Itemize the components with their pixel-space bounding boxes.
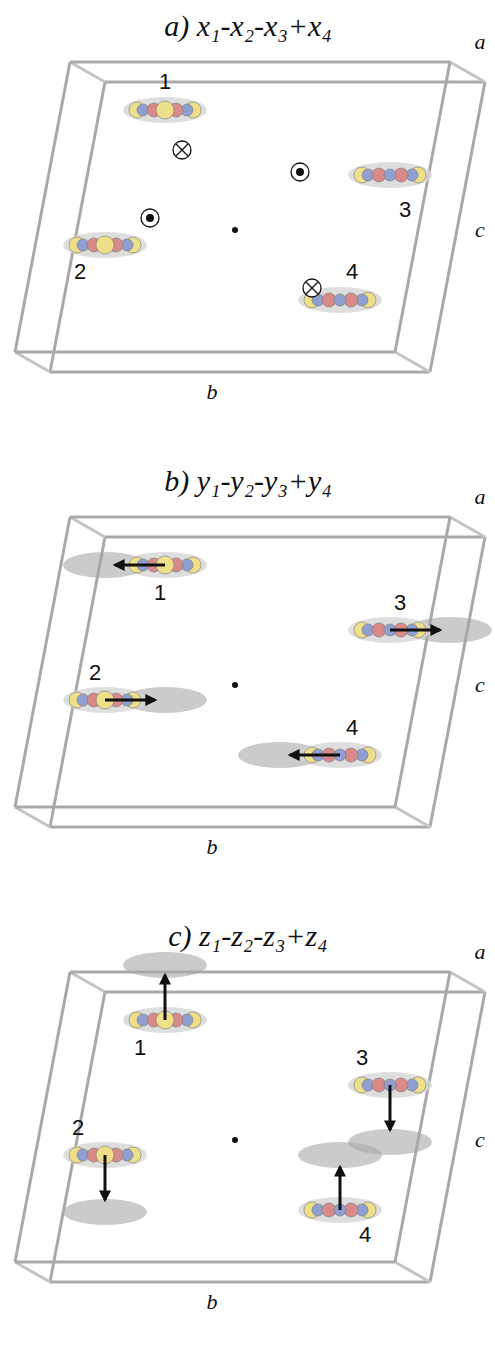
cell-edge — [50, 1281, 430, 1284]
panel — [15, 952, 485, 1282]
panel-title: b) y₁-y₂-y₃+y₄ — [164, 464, 332, 497]
into-page-symbol — [303, 279, 321, 297]
displaced-position — [123, 952, 207, 978]
molecule-number: 4 — [346, 260, 358, 284]
cell-edge — [15, 517, 70, 807]
cell-edge — [70, 517, 105, 537]
cell-edge — [395, 807, 430, 827]
panel-title: a) x₁-x₂-x₃+x₄ — [164, 9, 332, 42]
axis-label: a — [475, 485, 486, 509]
atom — [384, 169, 396, 181]
displaced-position — [63, 1199, 147, 1225]
axis-label: a — [475, 940, 486, 964]
cell-edge — [50, 826, 430, 829]
axis-label: c — [475, 673, 485, 697]
molecule — [123, 97, 207, 123]
cell-edge — [15, 807, 50, 827]
displacement-arrow — [115, 564, 165, 567]
cell-edge — [70, 61, 450, 64]
molecule-number: 1 — [154, 581, 166, 605]
displacement-arrow — [105, 699, 155, 702]
displaced-position — [298, 1142, 382, 1168]
displacement-arrow — [164, 975, 167, 1020]
out-of-page-symbol — [141, 209, 159, 227]
cell-edge — [105, 991, 485, 994]
displacement-arrow — [104, 1155, 107, 1200]
axis-label: c — [475, 1128, 485, 1152]
displacement-arrow — [290, 754, 340, 757]
cell-edge — [15, 1261, 395, 1264]
cell-edge — [395, 517, 450, 807]
atom — [156, 101, 174, 119]
molecule-number: 2 — [89, 661, 101, 685]
axis-label: c — [475, 218, 485, 242]
molecule — [63, 232, 147, 258]
molecule-number: 4 — [359, 1223, 371, 1247]
cell-edge — [15, 806, 395, 809]
panel — [15, 62, 485, 372]
molecule-number: 3 — [356, 1046, 368, 1070]
cell-edge — [450, 62, 485, 82]
cell-edge — [395, 62, 450, 352]
cell-edge — [15, 352, 50, 372]
cell-edge — [70, 62, 105, 82]
atom — [96, 236, 114, 254]
cell-edge — [70, 972, 105, 992]
cell-edge — [15, 351, 395, 354]
cell-edge — [105, 536, 485, 539]
panel — [15, 517, 492, 827]
inversion-center — [232, 1137, 238, 1143]
molecule-number: 1 — [134, 1036, 146, 1060]
axis-label: b — [207, 1290, 218, 1314]
molecule — [348, 162, 432, 188]
displacement-arrow — [339, 1167, 342, 1210]
molecule-number: 3 — [394, 591, 406, 615]
cell-edge — [15, 62, 70, 352]
cell-edge — [450, 517, 485, 537]
out-of-page-symbol — [291, 163, 309, 181]
molecule-number: 1 — [159, 70, 171, 94]
cell-edge — [15, 972, 70, 1262]
atom — [334, 294, 346, 306]
inversion-center — [232, 682, 238, 688]
inversion-center — [232, 227, 238, 233]
displacement-arrow — [389, 1085, 392, 1130]
into-page-symbol — [173, 141, 191, 159]
cell-edge — [450, 972, 485, 992]
cell-edge — [395, 352, 430, 372]
panel-title: c) z₁-z₂-z₃+z₄ — [168, 919, 327, 952]
molecule-number: 3 — [399, 198, 411, 222]
axis-label: b — [207, 380, 218, 404]
axis-label: a — [475, 30, 486, 54]
cell-edge — [70, 971, 450, 974]
cell-edge — [395, 972, 450, 1262]
cell-edge — [70, 516, 450, 519]
molecule-number: 2 — [72, 1116, 84, 1140]
cell-edge — [395, 1262, 430, 1282]
molecule-number: 2 — [74, 260, 86, 284]
molecule-number: 4 — [346, 716, 358, 740]
cell-edge — [50, 371, 430, 374]
axis-label: b — [207, 835, 218, 859]
displacement-arrow — [390, 629, 440, 632]
cell-edge — [15, 1262, 50, 1282]
